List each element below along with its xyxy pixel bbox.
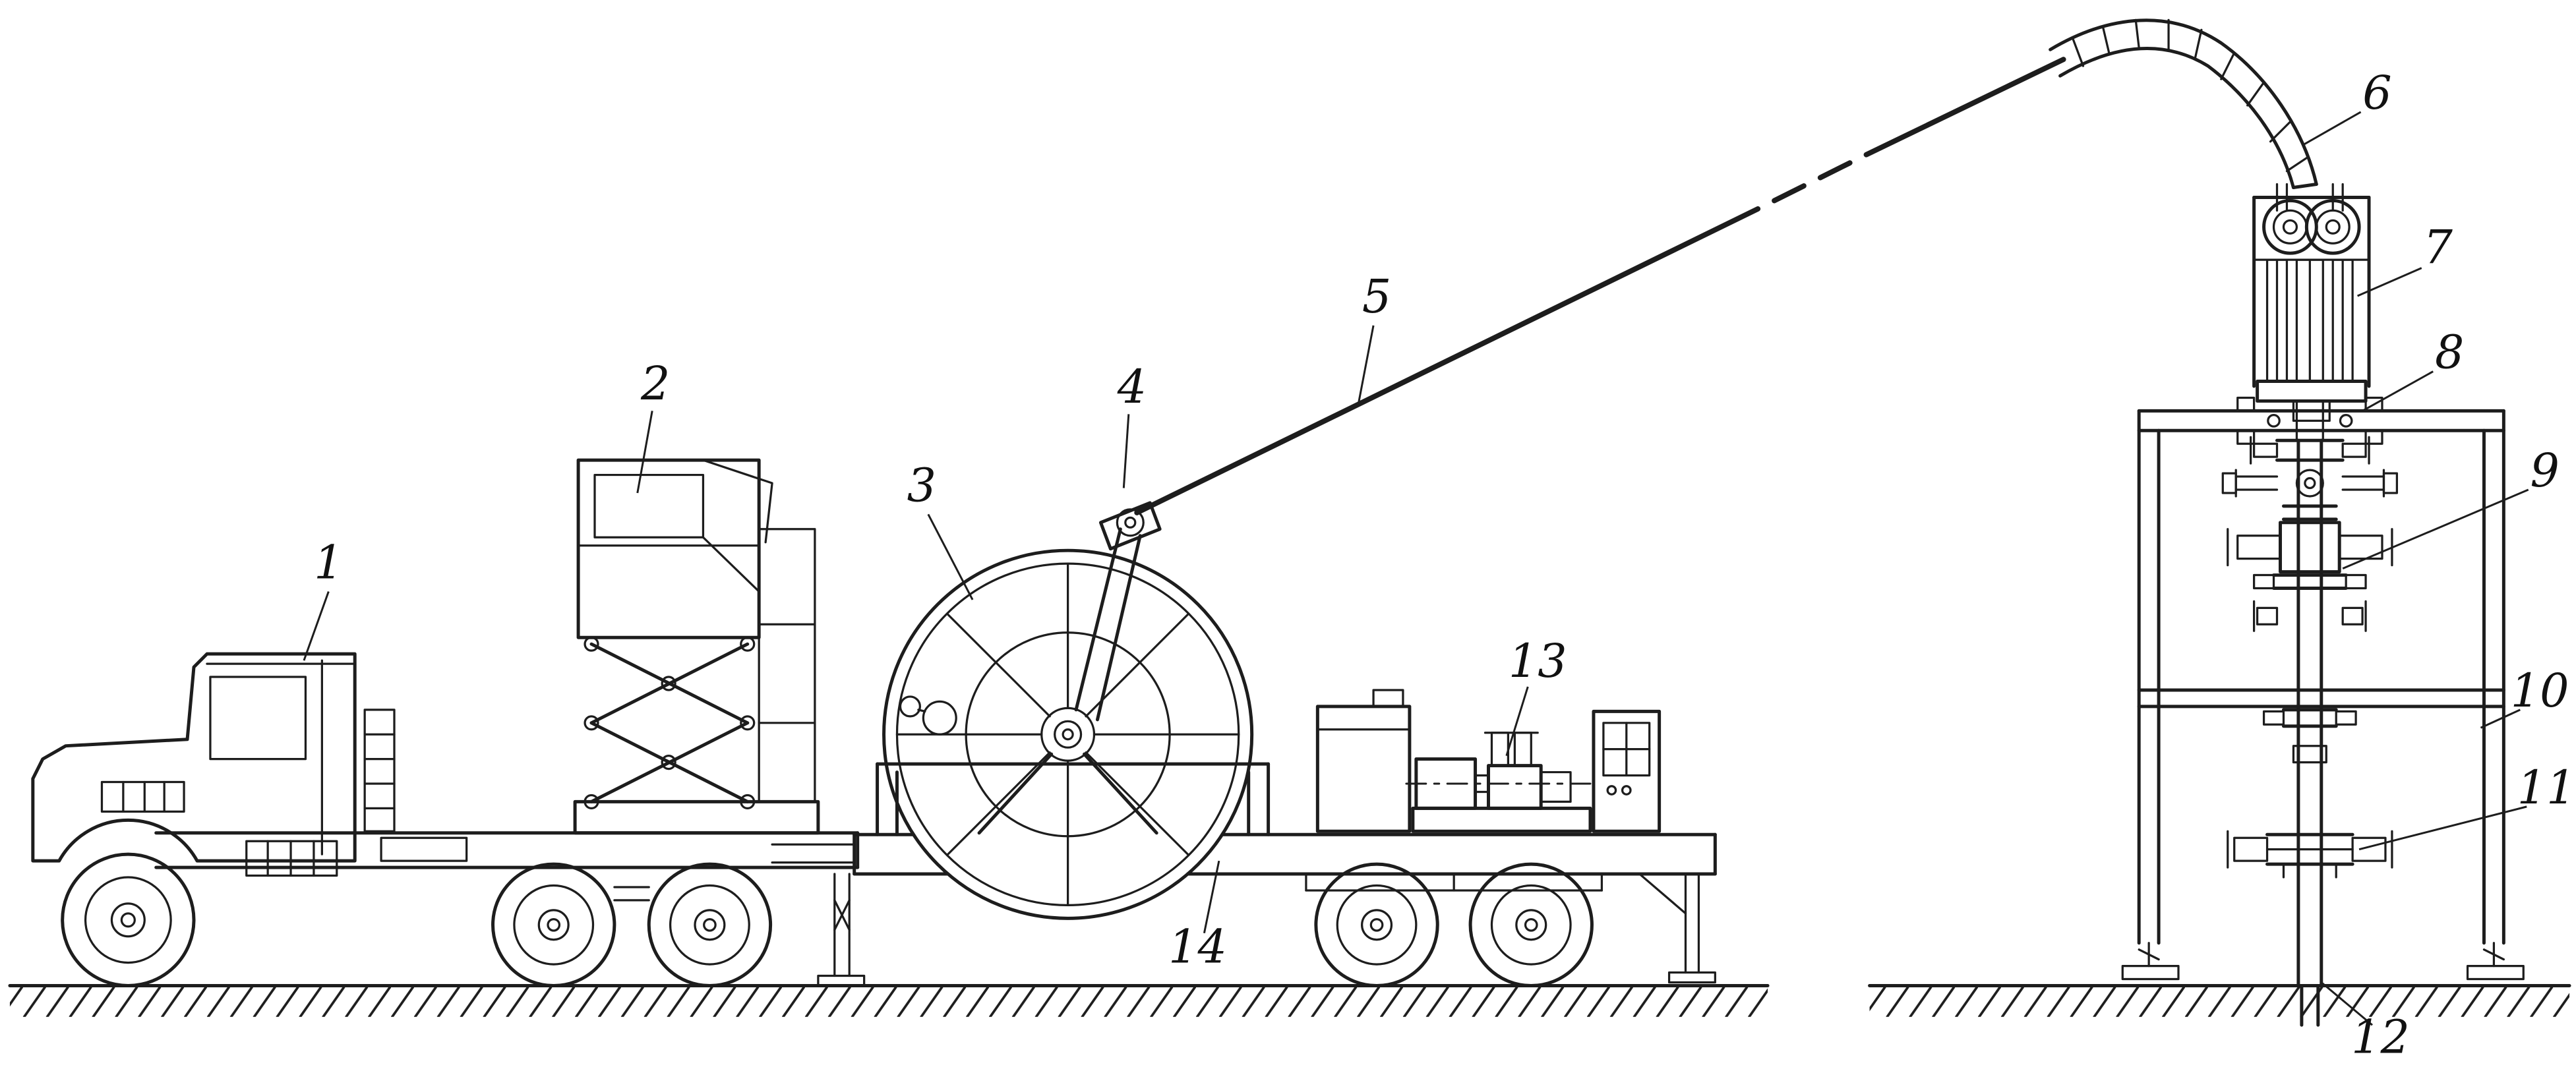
- truck-rear-wheels: [491, 862, 773, 987]
- callout-1: 1: [314, 536, 343, 590]
- rear-support-leg: [1638, 873, 1716, 984]
- callout-11: 11: [2517, 761, 2576, 815]
- callout-10: 10: [2511, 664, 2569, 718]
- callout-9: 9: [2530, 444, 2559, 498]
- scissor-mechanism: [584, 636, 756, 809]
- pump-unit: [1315, 689, 1662, 833]
- reel-drive: [899, 695, 957, 736]
- injector-head: [2252, 183, 2371, 442]
- frame-foot-right: [2466, 942, 2525, 981]
- callout-3: 3: [907, 459, 936, 512]
- callout-5: 5: [1362, 270, 1391, 324]
- coiled-tubing-string: [1134, 57, 2066, 515]
- callout-13: 13: [1509, 635, 1567, 688]
- callout-8: 8: [2435, 326, 2464, 380]
- callout-6: 6: [2362, 67, 2391, 120]
- callout-14: 14: [1168, 921, 1227, 974]
- callout-4: 4: [1117, 361, 1147, 414]
- trailer-wheels: [1314, 862, 1594, 987]
- truck-front-wheel: [61, 852, 196, 987]
- well-casing: [2300, 983, 2320, 1027]
- injector-connector: [2292, 399, 2331, 442]
- front-landing-jack: [817, 873, 866, 987]
- control-cabinet: [1592, 709, 1662, 833]
- trailer: [771, 832, 1717, 987]
- wellhead-flange: [2227, 830, 2393, 879]
- callout-7: 7: [2424, 221, 2453, 274]
- callout-2: 2: [640, 357, 670, 411]
- reel-guide-arm: [1074, 501, 1162, 722]
- tubing-reel: [876, 548, 1271, 920]
- callout-12: 12: [2351, 1011, 2410, 1064]
- scissor-lift-cabin: [573, 458, 820, 835]
- truck: [31, 652, 860, 987]
- callouts: 1 2 3 4 5 6 7 8 9 10 11 12 13 14: [303, 67, 2576, 1064]
- bop-stack: [2221, 436, 2399, 1027]
- ground: [8, 983, 2571, 1017]
- frame-foot-left: [2121, 942, 2180, 981]
- gooseneck-guide: [2049, 18, 2318, 190]
